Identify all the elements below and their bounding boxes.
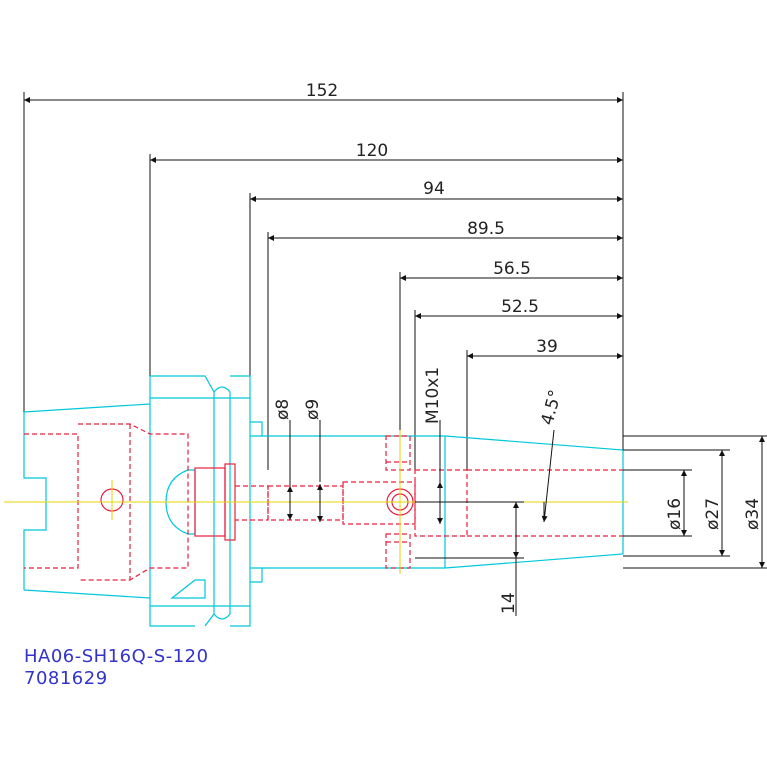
dim-56-5-label: 56.5 (493, 259, 531, 279)
dim-152-label: 152 (306, 81, 338, 101)
holder-outline (23, 375, 624, 627)
part-code: 7081629 (24, 668, 108, 689)
outer-diameter-dimensions: ø16 ø27 ø34 (623, 435, 767, 569)
inner-diameter-dimensions: ø8 ø9 M10x1 (273, 367, 443, 524)
dim-thread-label: M10x1 (423, 367, 443, 424)
dim-52-5-label: 52.5 (501, 297, 539, 317)
dim-14-label: 14 (499, 592, 519, 614)
offset-dimension: 14 (415, 501, 524, 616)
dim-angle-label: 4.5° (538, 388, 567, 428)
dim-120-label: 120 (356, 141, 388, 161)
part-name: HA06-SH16Q-S-120 (24, 646, 209, 667)
dim-dia-27-label: ø27 (703, 498, 723, 530)
dim-dia-16-label: ø16 (665, 498, 685, 530)
dim-dia-34-label: ø34 (743, 498, 763, 530)
length-dimensions: 152 120 94 89.5 56.5 52.5 39 (23, 81, 624, 470)
centerlines (4, 430, 628, 574)
dim-dia-8-label: ø8 (273, 399, 293, 420)
dim-dia-9-label: ø9 (303, 399, 323, 420)
dim-89-5-label: 89.5 (467, 219, 505, 239)
dim-39-label: 39 (536, 337, 558, 357)
dim-94-label: 94 (423, 179, 445, 199)
